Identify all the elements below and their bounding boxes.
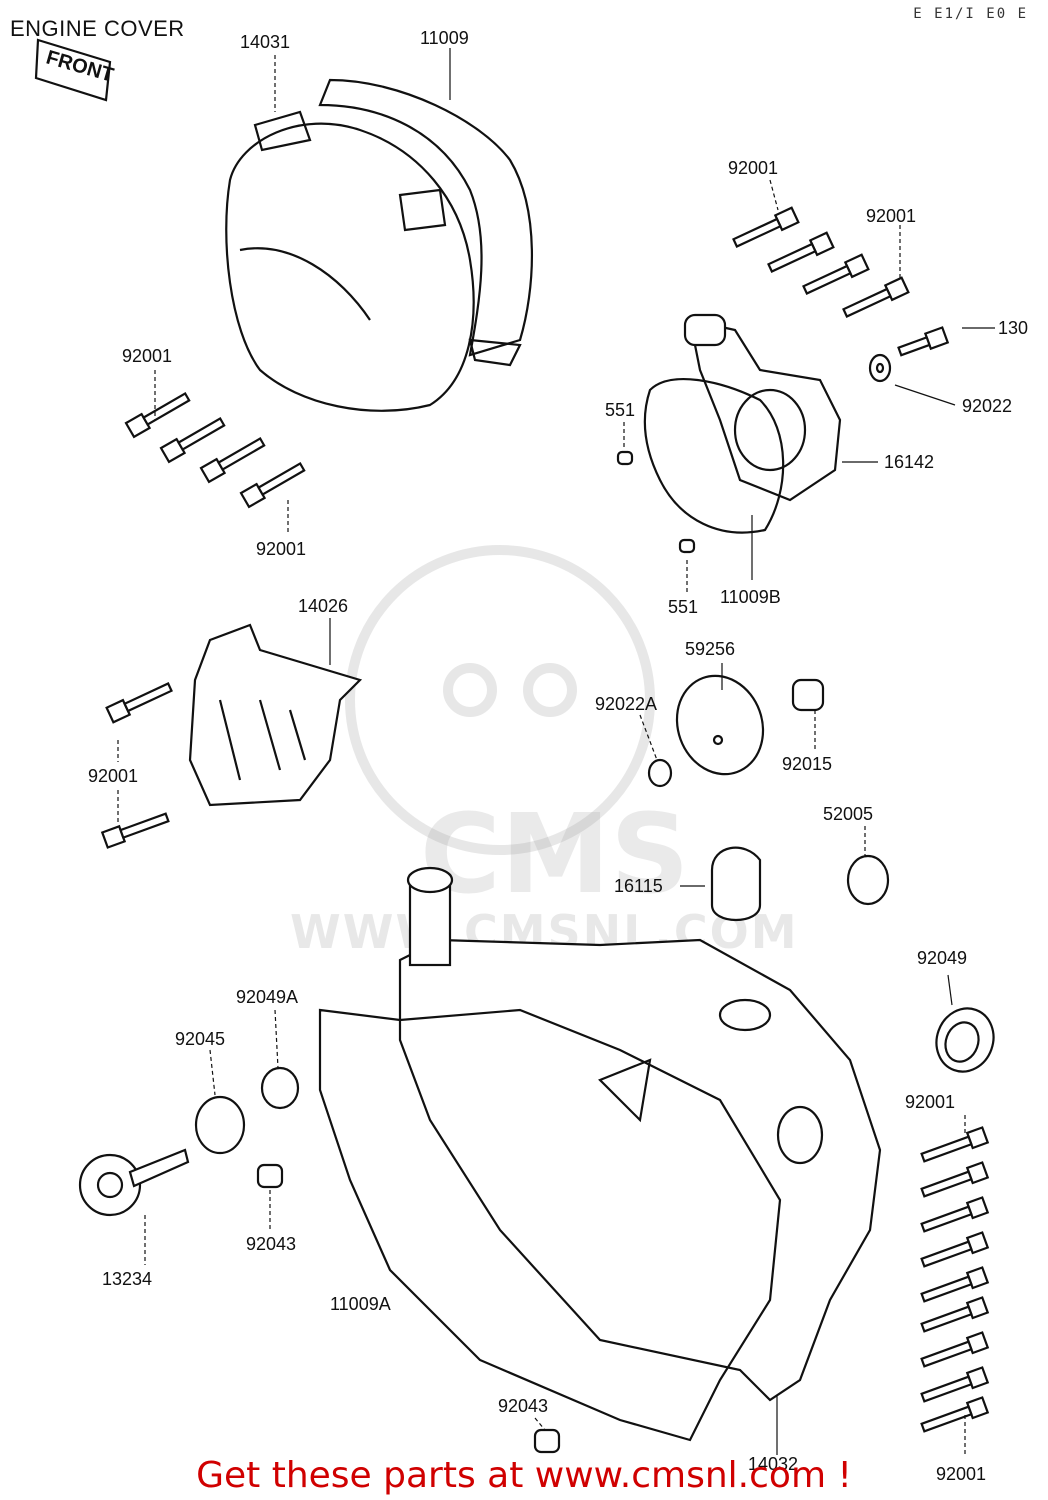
label-92001-right: 92001 xyxy=(905,1092,955,1112)
label-92043-b: 92043 xyxy=(498,1396,548,1416)
label-52005: 52005 xyxy=(823,804,873,824)
part-16142-pump-housing[interactable] xyxy=(683,313,842,502)
label-59256: 59256 xyxy=(685,639,735,659)
part-14031-cover[interactable] xyxy=(225,110,475,412)
label-92045: 92045 xyxy=(175,1029,225,1049)
purchase-banner-link[interactable]: Get these parts at www.cmsnl.com ! xyxy=(196,1455,852,1496)
label-92015: 92015 xyxy=(782,754,832,774)
front-arrow-tag: FRONT xyxy=(34,38,116,102)
label-551-a: 551 xyxy=(605,400,635,420)
diagram-code: E E1/I E0 E xyxy=(913,6,1028,22)
part-551-dowel-a[interactable] xyxy=(616,450,634,466)
label-11009a: 11009A xyxy=(330,1294,391,1314)
part-92022a-washer[interactable] xyxy=(647,758,673,788)
label-92001-top-1: 92001 xyxy=(728,158,778,178)
part-92045-bearing[interactable] xyxy=(194,1095,246,1155)
label-92001-left-1: 92001 xyxy=(122,346,172,366)
label-551-b: 551 xyxy=(668,597,698,617)
bolt-group-top-right[interactable] xyxy=(732,206,950,359)
label-14032: 14032 xyxy=(748,1454,798,1474)
bolt-stack-right[interactable] xyxy=(920,1126,990,1435)
label-92001-bottom: 92001 xyxy=(936,1464,986,1484)
part-59256-impeller[interactable] xyxy=(663,664,776,787)
label-14031: 14031 xyxy=(240,32,290,52)
part-92022-washer[interactable] xyxy=(868,353,892,383)
label-92001-left-3: 92001 xyxy=(88,766,138,786)
part-14026-cover[interactable] xyxy=(188,623,363,807)
watermark-brand: CMS xyxy=(420,790,690,918)
label-92043-a: 92043 xyxy=(246,1234,296,1254)
part-11009a-gasket[interactable] xyxy=(318,1008,782,1442)
part-13234-gear-shaft[interactable] xyxy=(78,1148,190,1217)
label-92049: 92049 xyxy=(917,948,967,968)
label-11009b: 11009B xyxy=(720,587,781,607)
bolt-group-left-top[interactable] xyxy=(124,390,306,509)
label-16115: 16115 xyxy=(614,876,663,896)
part-551-dowel-b[interactable] xyxy=(678,538,696,554)
label-92001-left-2: 92001 xyxy=(256,539,306,559)
label-13234: 13234 xyxy=(102,1269,152,1289)
part-labels: 14031 11009 92001 92001 130 92022 16142 … xyxy=(88,28,1028,1484)
part-52005-seal[interactable] xyxy=(846,854,890,906)
part-92049-oil-seal[interactable] xyxy=(928,1000,1003,1079)
part-11009b-gasket[interactable] xyxy=(643,378,785,534)
part-14032-crankcase-cover[interactable] xyxy=(398,866,882,1402)
part-92043-pin-a[interactable] xyxy=(256,1163,284,1189)
label-92001-top-2: 92001 xyxy=(866,206,916,226)
part-92049a-seal[interactable] xyxy=(260,1066,300,1110)
part-92015-nut[interactable] xyxy=(791,678,825,712)
label-16142: 16142 xyxy=(884,452,934,472)
part-11009-gasket[interactable] xyxy=(318,78,533,367)
label-92049a: 92049A xyxy=(236,987,298,1007)
watermark-logo xyxy=(345,545,655,855)
label-130: 130 xyxy=(998,318,1028,338)
leader-lines xyxy=(117,48,995,1455)
diagram-title: ENGINE COVER xyxy=(10,16,185,41)
bolt-group-left-middle[interactable] xyxy=(100,680,173,849)
part-92043-pin-b[interactable] xyxy=(533,1428,561,1454)
part-16115-elbow[interactable] xyxy=(710,846,762,922)
label-11009: 11009 xyxy=(420,28,469,48)
label-14026: 14026 xyxy=(298,596,348,616)
label-92022a: 92022A xyxy=(595,694,657,714)
label-92022: 92022 xyxy=(962,396,1012,416)
